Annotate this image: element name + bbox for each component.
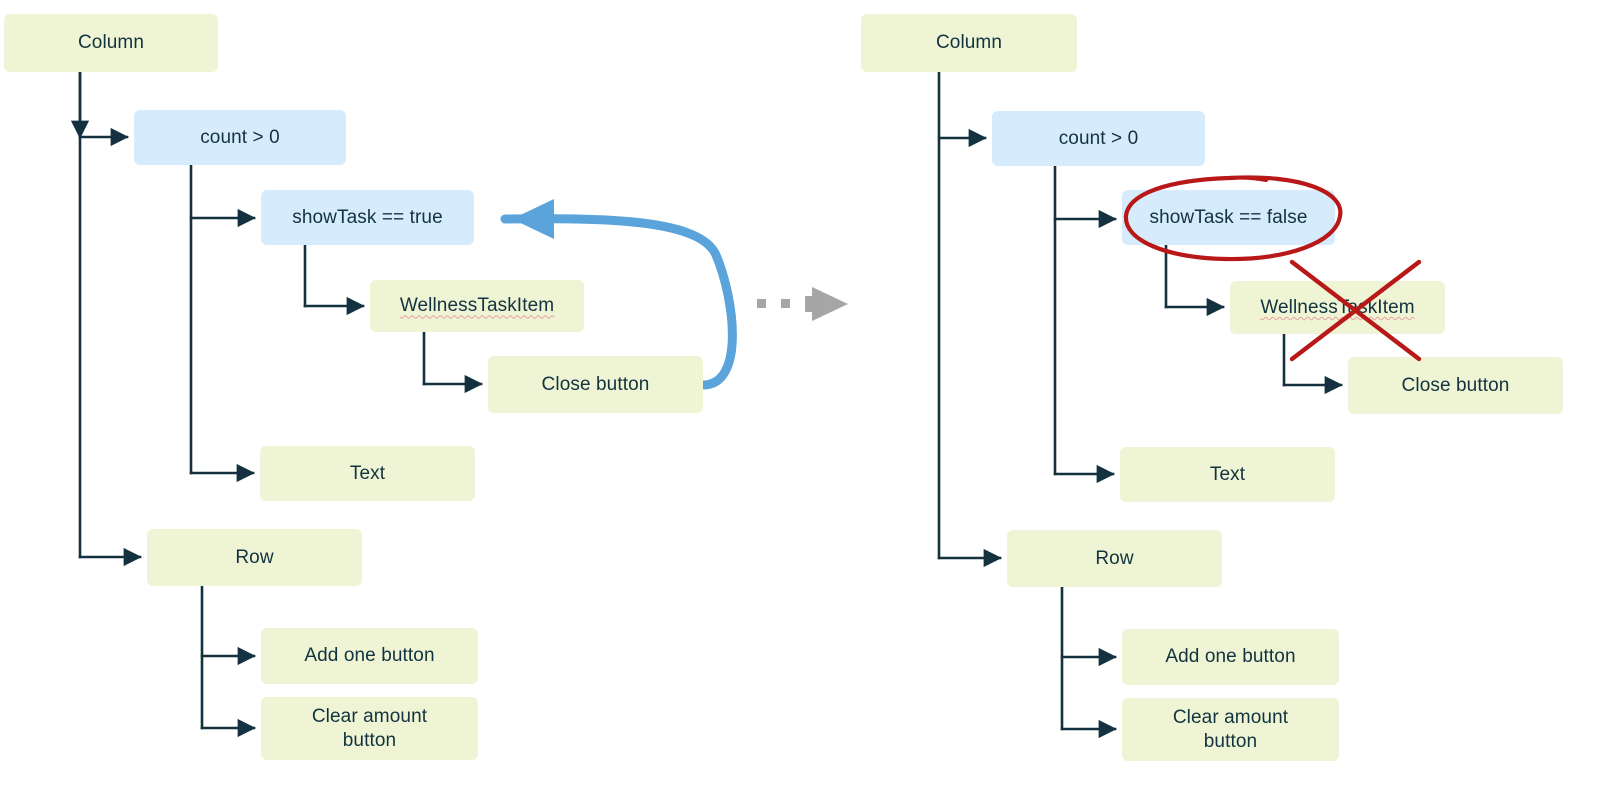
node-label: Add one button <box>1165 646 1296 668</box>
node-l-clear-amount-button[interactable]: Clear amount button <box>261 697 478 760</box>
node-label: Close button <box>541 373 650 395</box>
node-l-close-button[interactable]: Close button <box>488 356 703 413</box>
node-r-wellnesstaskitem[interactable]: WellnessTaskItem <box>1230 281 1445 334</box>
node-l-add-one-button[interactable]: Add one button <box>261 628 478 684</box>
node-label: Clear amount button <box>1172 707 1289 752</box>
state-transition-arrow-path <box>757 287 848 321</box>
node-label: Text <box>349 462 386 484</box>
node-r-row[interactable]: Row <box>1007 530 1222 587</box>
node-label: WellnessTaskItem <box>399 295 555 317</box>
node-r-clear-amount-button[interactable]: Clear amount button <box>1122 698 1339 761</box>
node-l-count[interactable]: count > 0 <box>134 110 346 165</box>
node-label: Add one button <box>304 645 435 667</box>
node-l-column[interactable]: Column <box>4 14 218 72</box>
node-label: showTask == true <box>292 206 443 228</box>
node-r-close-button[interactable]: Close button <box>1348 357 1563 414</box>
node-l-text[interactable]: Text <box>260 446 475 501</box>
node-r-column[interactable]: Column <box>861 14 1077 72</box>
node-label: Clear amount button <box>311 706 428 751</box>
node-label: count > 0 <box>1058 127 1139 149</box>
node-label: Column <box>935 32 1003 54</box>
node-l-wellnesstaskitem[interactable]: WellnessTaskItem <box>370 280 584 332</box>
node-label: Row <box>235 546 274 568</box>
node-r-add-one-button[interactable]: Add one button <box>1122 629 1339 685</box>
node-label: WellnessTaskItem <box>1260 296 1415 318</box>
node-r-showtask-false[interactable]: showTask == false <box>1122 190 1335 245</box>
node-l-showtask-true[interactable]: showTask == true <box>261 190 474 245</box>
node-l-row[interactable]: Row <box>147 529 362 586</box>
node-label: showTask == false <box>1149 206 1308 228</box>
node-label: Text <box>1209 463 1246 485</box>
node-label: count > 0 <box>200 126 280 148</box>
node-label: Column <box>77 32 145 54</box>
node-r-text[interactable]: Text <box>1120 447 1335 502</box>
node-label: Close button <box>1401 374 1510 396</box>
node-label: Row <box>1095 547 1134 569</box>
node-r-count[interactable]: count > 0 <box>992 111 1205 166</box>
